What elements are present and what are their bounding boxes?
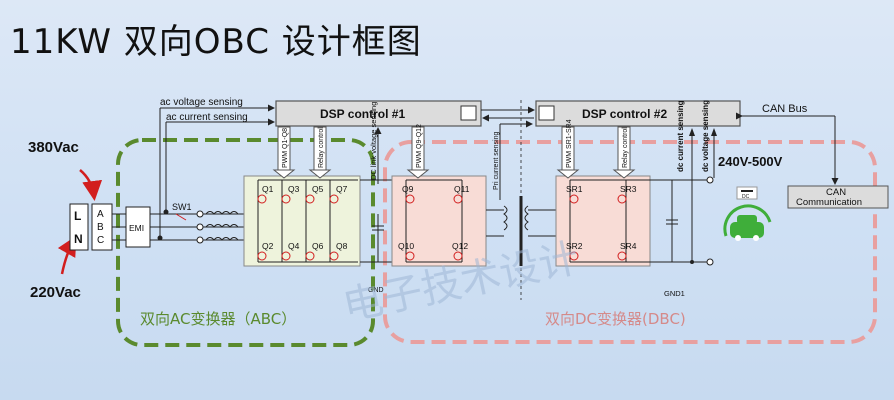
gnd1-label: GND1 xyxy=(664,289,685,298)
sw1-label: SW1 xyxy=(172,202,192,212)
page-title: 11KW 双向OBC 设计框图 xyxy=(10,22,422,62)
can-communication-box xyxy=(787,185,889,209)
switch-q1: Q1 xyxy=(262,184,274,194)
ln-n: N xyxy=(74,232,83,246)
dc-converter-label: 双向DC变换器(DBC) xyxy=(545,310,686,328)
switch-q9: Q9 xyxy=(402,184,414,194)
dsp2-chip-icon xyxy=(538,105,555,121)
abc-bridge-block xyxy=(243,175,361,267)
relay-control-2-label: Relay control xyxy=(622,127,629,168)
switch-q6: Q6 xyxy=(312,241,324,251)
ac-voltage-sensing-label: ac voltage sensing xyxy=(160,97,243,108)
pri-current-sensing-label: Pri current sensing xyxy=(493,132,500,190)
relay-control-1-label: Relay control xyxy=(318,127,325,168)
dc-link-voltage-sensing-label: DC link voltage sensing xyxy=(369,102,378,180)
switch-q10: Q10 xyxy=(398,241,414,251)
ac-converter-label: 双向AC变换器（ABC） xyxy=(140,310,296,328)
dc-voltage-sensing-label: dc voltage sensing xyxy=(701,100,710,172)
dc-primary-block xyxy=(391,175,487,267)
dc-secondary-wiring xyxy=(569,179,640,263)
abc-mosfet-icons xyxy=(257,194,339,261)
abc-c: C xyxy=(97,235,104,246)
abc-b: B xyxy=(97,222,104,233)
pwm-q9-q12-label: PWM Q9-Q12 xyxy=(416,124,423,168)
output-voltage-label: 240V-500V xyxy=(718,154,783,169)
dc-secondary-block xyxy=(555,175,651,267)
ac-current-sensing-label: ac current sensing xyxy=(166,112,248,123)
dc-badge-label: DC xyxy=(742,194,750,200)
gnd-label: GND xyxy=(368,287,384,294)
switch-sr4: SR4 xyxy=(620,241,637,251)
switch-q4: Q4 xyxy=(288,241,300,251)
ln-connector xyxy=(69,203,89,251)
ev-charging-icon xyxy=(723,204,772,241)
can-comm-line1: CAN xyxy=(826,187,846,198)
dsp1-chip-icon xyxy=(460,105,477,121)
dc-primary-wiring xyxy=(405,179,463,263)
dsp-control-2-label: DSP control #2 xyxy=(582,107,667,121)
ln-l: L xyxy=(74,209,81,223)
dsp-control-1-label: DSP control #1 xyxy=(320,107,405,121)
switch-q8: Q8 xyxy=(336,241,348,251)
switch-sr2: SR2 xyxy=(566,241,583,251)
switch-sr3: SR3 xyxy=(620,184,637,194)
switch-q5: Q5 xyxy=(312,184,324,194)
dc-current-sensing-label: dc current sensing xyxy=(676,100,685,172)
switch-q7: Q7 xyxy=(336,184,348,194)
switch-q12: Q12 xyxy=(452,241,468,251)
dc-sec-mosfet-icons xyxy=(569,194,627,261)
ac-converter-region xyxy=(116,138,375,347)
switch-q11: Q11 xyxy=(454,184,470,194)
switch-q2: Q2 xyxy=(262,241,274,251)
emi-label: EMI xyxy=(129,223,144,233)
dsp-control-1-box xyxy=(275,100,482,127)
output-wiring xyxy=(640,130,715,263)
abc-bridge-wiring xyxy=(257,179,358,263)
transformer xyxy=(486,100,556,300)
can-comm-line2: Communication xyxy=(796,197,862,208)
can-bus-label: CAN Bus xyxy=(762,103,808,115)
switch-q3: Q3 xyxy=(288,184,300,194)
pwm-sr1-sr4-label: PWM SR1-SR4 xyxy=(566,119,573,168)
input-220vac: 220Vac xyxy=(30,284,81,301)
input-380vac: 380Vac xyxy=(28,139,79,156)
switch-sr1: SR1 xyxy=(566,184,583,194)
abc-a: A xyxy=(97,209,104,220)
pwm-q1-q8-label: PWM Q1-Q8 xyxy=(282,128,289,168)
dc-pri-mosfet-icons xyxy=(405,194,463,261)
emi-filter xyxy=(125,206,151,248)
